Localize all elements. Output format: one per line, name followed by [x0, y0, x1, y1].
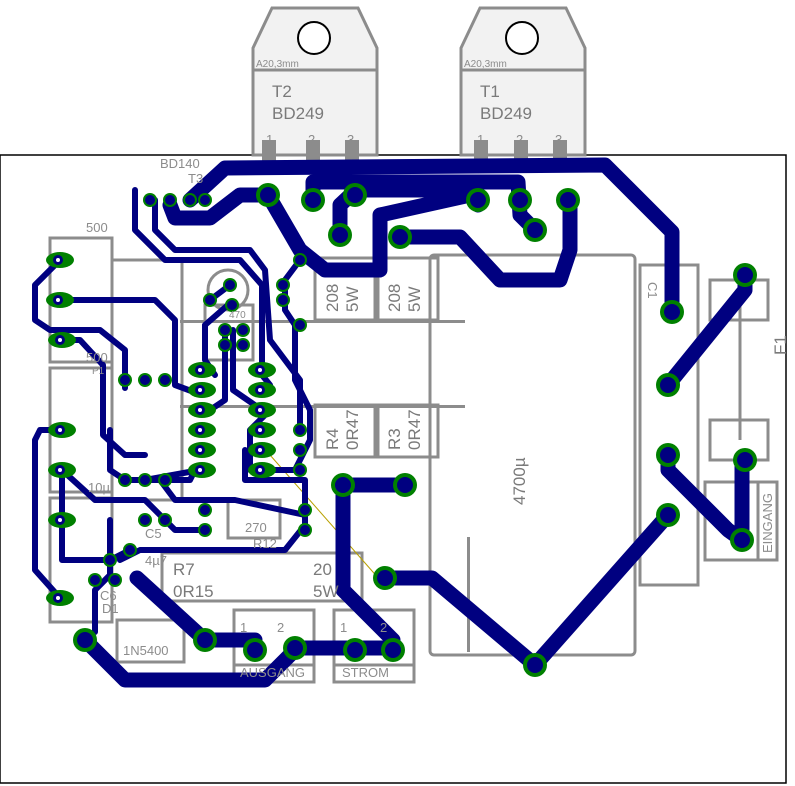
f1-name: F1: [771, 335, 790, 355]
p1-name: P1: [92, 366, 105, 377]
c1-name: C1: [645, 282, 660, 299]
p-top-value: 500: [86, 220, 108, 235]
t3-value: BD140: [160, 156, 200, 171]
ausgang-pin-1: 1: [240, 620, 247, 635]
board-outline: [0, 154, 787, 784]
r3-value: 0R47: [405, 409, 424, 450]
strom-pin-2: 2: [380, 620, 387, 635]
d1-value: 1N5400: [123, 643, 169, 658]
t2-pin-1: 1: [266, 132, 273, 147]
c1-value: 4700µ: [510, 457, 529, 505]
strom-label: STROM: [342, 665, 389, 680]
r470-value: 470: [229, 310, 246, 321]
t2-value: BD249: [272, 104, 324, 123]
r4-value: 0R47: [343, 409, 362, 450]
r5w-a-value: 208: [323, 284, 342, 312]
r12-value: 270: [245, 520, 267, 535]
r7-value: 0R15: [173, 582, 214, 601]
t1-pin-2: 2: [516, 132, 523, 147]
eingang-label: EINGANG: [760, 493, 775, 553]
t1-pin-3: 3: [555, 132, 562, 147]
p1-value: 500: [86, 350, 108, 365]
r7-value2: 20: [313, 560, 332, 579]
thin-traces: [32, 187, 313, 635]
r7-power: 5W: [313, 582, 339, 601]
r4-name: R4: [323, 428, 342, 450]
r5w-b-power: 5W: [405, 287, 424, 313]
transistor-t2[interactable]: A20,3mm T2 BD249 1 2 3: [251, 6, 379, 170]
d1-name: D1: [102, 601, 119, 616]
t2-pin-3: 3: [347, 132, 354, 147]
strom-pin-1: 1: [340, 620, 347, 635]
ausgang-label: AUSGANG: [240, 665, 305, 680]
c5-name: C5: [145, 526, 162, 541]
c6-name: C6: [100, 588, 117, 603]
t1-pin-1: 1: [477, 132, 484, 147]
t3-name: T3: [188, 171, 203, 186]
r12-name: R12: [253, 536, 277, 551]
t2-package: A20,3mm: [256, 59, 299, 70]
r5w-b-value: 208: [385, 284, 404, 312]
r3-name: R3: [385, 428, 404, 450]
pads: [46, 183, 757, 677]
c6-value: 10µ: [88, 480, 110, 495]
r5w-a-power: 5W: [343, 287, 362, 313]
t2-name: T2: [272, 82, 292, 101]
t1-name: T1: [480, 82, 500, 101]
transistor-t1[interactable]: A20,3mm T1 BD249 1 2 3: [459, 6, 587, 170]
ausgang-pin-2: 2: [277, 620, 284, 635]
component-labels: BD140 T3 500 500 P1 470 208 5W 208 5W R4…: [86, 156, 790, 680]
t1-value: BD249: [480, 104, 532, 123]
t1-package: A20,3mm: [464, 59, 507, 70]
c5-value: 4µ7: [145, 553, 167, 568]
r7-name: R7: [173, 560, 195, 579]
t2-pin-2: 2: [308, 132, 315, 147]
